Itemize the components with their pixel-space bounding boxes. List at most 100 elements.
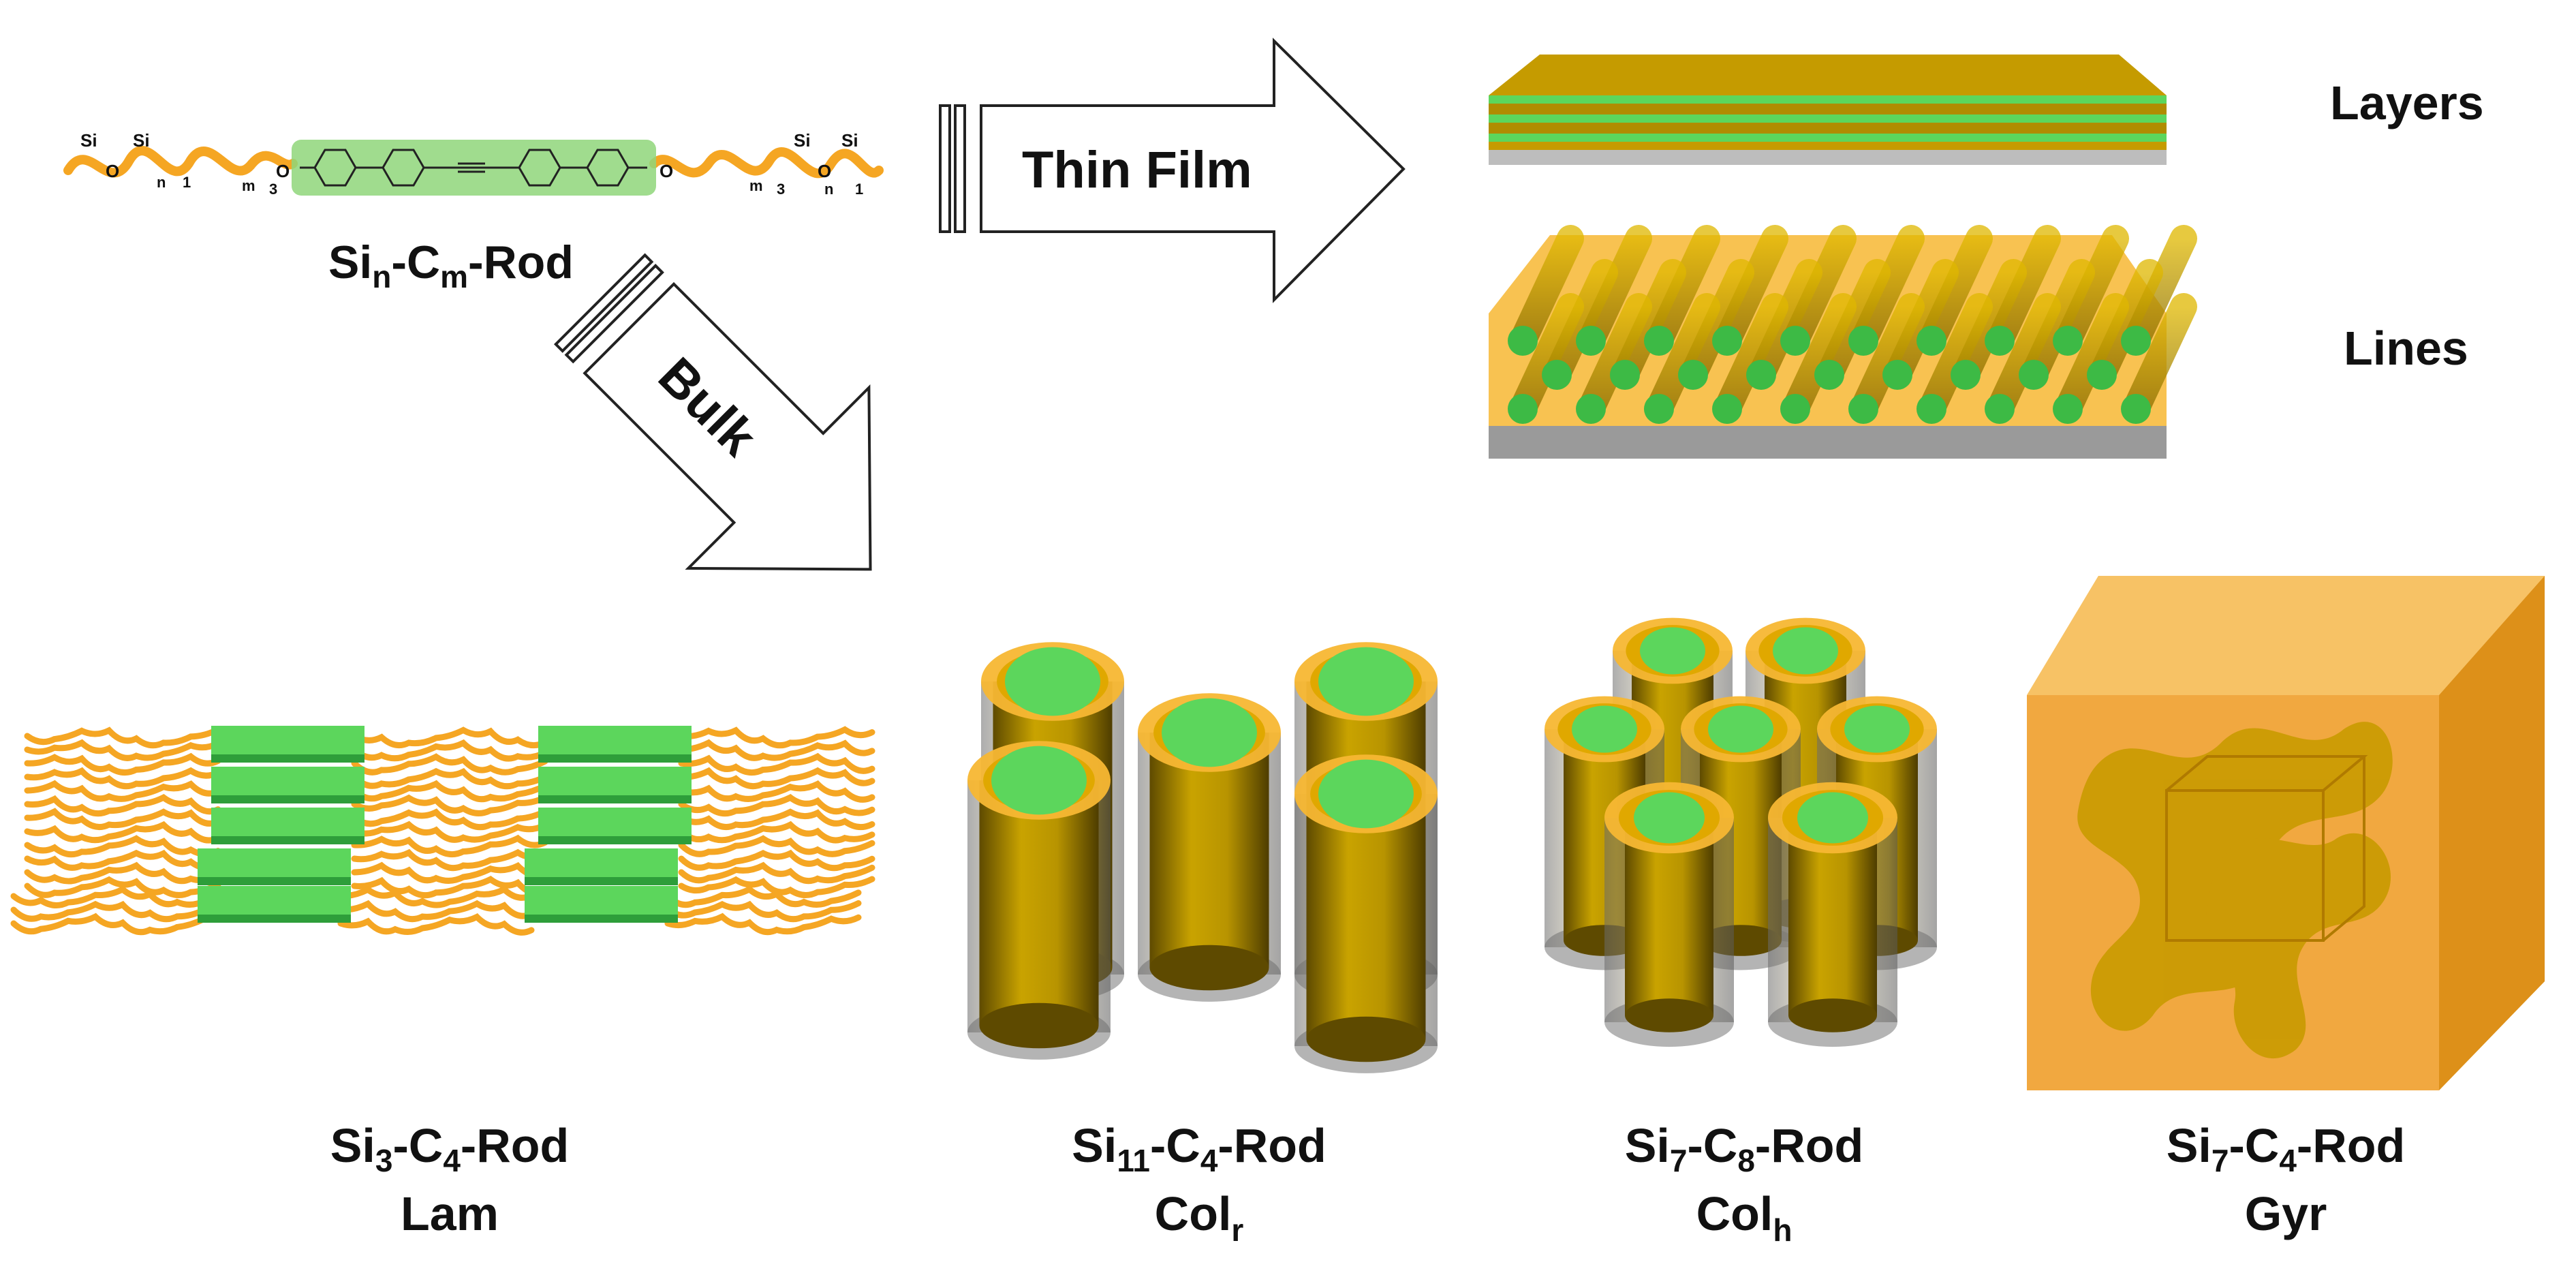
siloxane-chain <box>337 913 535 936</box>
siloxane-chain <box>351 794 548 816</box>
rod-layer-block <box>525 848 678 877</box>
left-siloxane-chain <box>63 146 298 178</box>
column <box>1294 754 1438 1073</box>
layers-film <box>1489 55 2167 165</box>
siloxane-chain <box>351 876 548 899</box>
line-rod <box>1645 293 1720 423</box>
rod-layer-side <box>525 877 678 885</box>
line-rod-end <box>2019 360 2049 390</box>
gyroid-cube <box>2027 576 2545 1090</box>
line-rod-end <box>1644 326 1674 356</box>
right-siloxane-chain <box>649 147 884 179</box>
line-rod-end <box>2121 326 2151 356</box>
siloxane-chain <box>337 885 535 908</box>
line-rod <box>1509 293 1584 423</box>
siloxane-chain <box>351 848 548 872</box>
line-rod-end <box>1576 394 1606 424</box>
formula-atom-4: O <box>276 161 290 181</box>
thin-film-label: Thin Film <box>1022 141 1252 199</box>
siloxane-chain <box>678 849 875 872</box>
formula-atom-3: Si <box>133 130 150 151</box>
siloxane-chain <box>678 726 875 749</box>
siloxane-chain <box>678 794 875 817</box>
molecule-label: Sin-Cm-Rod <box>328 236 574 294</box>
phase-type-label: Gyr <box>2245 1187 2327 1240</box>
siloxane-chain <box>351 780 548 803</box>
line-rod-ends <box>1508 326 2151 424</box>
rod-layer-side <box>538 754 692 763</box>
siloxane-chain <box>24 793 221 817</box>
phase-compound-label: Si7-C4-Rod <box>2167 1119 2406 1178</box>
line-rod-end <box>1508 394 1538 424</box>
line-rod <box>1816 259 1891 388</box>
rod-layer-side <box>198 877 351 885</box>
formula-sub-3: m <box>242 177 255 194</box>
siloxane-chain <box>24 726 221 749</box>
column <box>1768 782 1897 1047</box>
line-rod <box>1713 225 1788 354</box>
layers-label: Layers <box>2330 76 2484 129</box>
line-rod <box>2020 259 2095 388</box>
siloxane-chain <box>678 835 875 857</box>
formula-sub-1: n <box>157 174 166 191</box>
line-rod <box>1611 259 1686 388</box>
molecule-structure: Si O Si O O Si O Si n 1 m 3 m 3 n 1 Sin-… <box>63 130 884 294</box>
line-rod-end <box>1644 394 1674 424</box>
line-rod-end <box>1848 394 1878 424</box>
line-rod <box>1782 293 1857 423</box>
siloxane-chain <box>10 913 208 936</box>
line-rod-end <box>1712 394 1742 424</box>
rod-layer-block <box>538 808 692 836</box>
column <box>1138 693 1281 1002</box>
column-rod-core <box>1844 705 1910 753</box>
siloxane-chain <box>678 767 875 790</box>
line-rod-end <box>2121 394 2151 424</box>
siloxane-chain <box>24 835 221 858</box>
siloxane-chain <box>664 900 862 923</box>
line-rod <box>1713 293 1788 423</box>
line-rod-end <box>1678 360 1708 390</box>
line-rod-end <box>1746 360 1776 390</box>
rod-layer-block <box>211 767 364 795</box>
line-rod-end <box>1882 360 1912 390</box>
lines-film <box>1489 225 2197 459</box>
rod-layer-side <box>538 795 692 803</box>
rod-layer-side <box>538 836 692 844</box>
line-rod-end <box>1576 326 1606 356</box>
lines-label: Lines <box>2344 322 2468 375</box>
line-rod <box>1850 225 1925 354</box>
line-rod-end <box>1951 360 1981 390</box>
line-rod <box>1884 259 1959 388</box>
line-rod <box>2054 225 2129 354</box>
siloxane-chain <box>351 726 548 749</box>
phenyl-rings <box>300 149 647 187</box>
siloxane-chain <box>351 821 548 843</box>
column-rod-core <box>1572 705 1637 753</box>
line-rod <box>1782 225 1857 354</box>
formula-sub-4: 3 <box>269 181 277 198</box>
phase-compound-label: Si3-C4-Rod <box>330 1119 570 1178</box>
formula-sub-8: 1 <box>855 181 863 198</box>
column <box>1604 782 1734 1047</box>
column-rod-core <box>1634 792 1705 844</box>
line-rod-end <box>1985 326 2015 356</box>
siloxane-chain <box>24 739 221 761</box>
siloxane-chain <box>351 834 548 858</box>
unit-cell-outline <box>2165 755 2368 942</box>
siloxane-chain <box>24 752 221 776</box>
line-rod <box>2122 225 2197 354</box>
column-rod-core <box>1708 705 1773 753</box>
column-rod-core <box>1162 698 1257 767</box>
formula-atom-5: O <box>659 161 673 181</box>
line-rod <box>1986 293 2061 423</box>
siloxane-chain <box>24 767 221 790</box>
rectangular-columns <box>967 642 1438 1073</box>
bulk-arrow: Bulk <box>553 253 872 571</box>
line-rod <box>1645 225 1720 354</box>
siloxane-chain <box>24 849 221 872</box>
rod-layer-block <box>211 726 364 754</box>
column-rod-core <box>1773 627 1838 675</box>
formula-sub-6: 3 <box>777 181 785 198</box>
lamellar-structure <box>10 726 875 936</box>
